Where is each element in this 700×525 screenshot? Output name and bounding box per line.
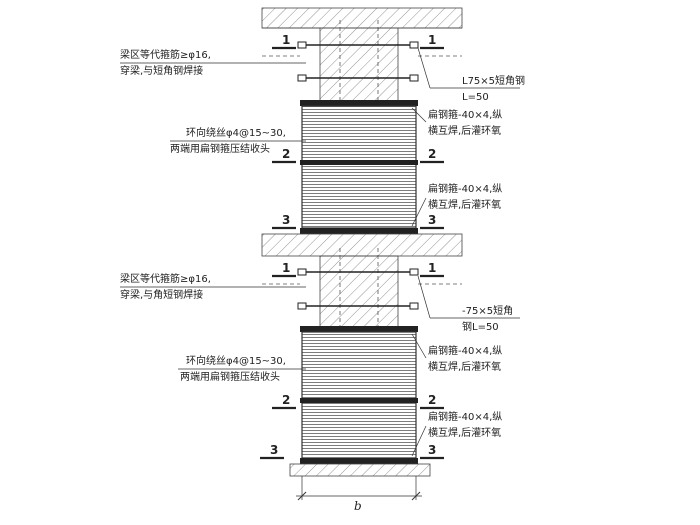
svg-text:两端用扁钢箍压结收头: 两端用扁钢箍压结收头 — [180, 370, 280, 383]
upper-stirrup-note: 梁区等代箍筋≥φ16, 穿梁,与短角钢焊接 — [120, 48, 306, 77]
svg-text:2: 2 — [428, 393, 436, 407]
svg-text:1: 1 — [428, 261, 436, 275]
svg-text:梁区等代箍筋≥φ16,: 梁区等代箍筋≥φ16, — [120, 272, 211, 285]
lower-beam-stirrups — [297, 268, 419, 310]
upper-spiral-note: 环向绕丝φ4@15~30, 两端用扁钢箍压结收头 — [170, 126, 306, 155]
section-mark-1-upper: 1 1 — [272, 33, 444, 50]
svg-text:横互焊,后灌环氧: 横互焊,后灌环氧 — [428, 426, 501, 439]
svg-text:L=50: L=50 — [462, 92, 489, 103]
svg-text:2: 2 — [428, 147, 436, 161]
upper-beam-joint — [262, 20, 462, 107]
svg-text:3: 3 — [282, 213, 290, 227]
svg-text:3: 3 — [270, 443, 278, 457]
section-mark-3-upper: 3 3 — [272, 213, 444, 230]
foundation — [289, 463, 431, 477]
lower-angle-note: -75×5短角 钢L=50 — [417, 275, 520, 333]
svg-text:穿梁,与短角钢焊接: 穿梁,与短角钢焊接 — [120, 64, 203, 77]
mid-slab — [261, 233, 463, 257]
upper-hoop-note-a: 扁钢箍-40×4,纵 横互焊,后灌环氧 — [411, 107, 502, 137]
svg-text:钢L=50: 钢L=50 — [462, 320, 499, 333]
svg-text:3: 3 — [428, 443, 436, 457]
dimension-label-b: b — [354, 499, 362, 513]
svg-text:L75×5短角钢: L75×5短角钢 — [462, 74, 525, 87]
svg-text:1: 1 — [428, 33, 436, 47]
svg-text:3: 3 — [428, 213, 436, 227]
svg-text:穿梁,与角短钢焊接: 穿梁,与角短钢焊接 — [120, 288, 203, 301]
lower-hoop-note-b: 扁钢箍-40×4,纵 横互焊,后灌环氧 — [411, 410, 502, 457]
svg-text:2: 2 — [282, 393, 290, 407]
svg-text:横互焊,后灌环氧: 横互焊,后灌环氧 — [428, 198, 501, 211]
svg-text:-75×5短角: -75×5短角 — [462, 304, 513, 317]
lower-hoop-note-a: 扁钢箍-40×4,纵 横互焊,后灌环氧 — [411, 333, 502, 373]
section-mark-2-lower: 2 2 — [272, 393, 444, 410]
width-dimension: b — [296, 476, 422, 513]
section-mark-3-lower: 3 3 — [260, 443, 444, 460]
svg-text:扁钢箍-40×4,纵: 扁钢箍-40×4,纵 — [428, 344, 502, 357]
section-mark-2-upper: 2 2 — [272, 147, 444, 164]
svg-text:环向绕丝φ4@15~30,: 环向绕丝φ4@15~30, — [186, 126, 286, 139]
svg-text:1: 1 — [282, 33, 290, 47]
upper-angle-note: L75×5短角钢 L=50 — [417, 47, 525, 103]
upper-column-wrap — [300, 100, 418, 234]
svg-text:扁钢箍-40×4,纵: 扁钢箍-40×4,纵 — [428, 108, 502, 121]
lower-column-wrap — [300, 326, 418, 464]
upper-slab — [261, 7, 463, 29]
lower-stirrup-note: 梁区等代箍筋≥φ16, 穿梁,与角短钢焊接 — [120, 272, 306, 301]
svg-text:2: 2 — [282, 147, 290, 161]
section-mark-1-lower: 1 1 — [272, 261, 444, 278]
svg-text:环向绕丝φ4@15~30,: 环向绕丝φ4@15~30, — [186, 354, 286, 367]
svg-text:两端用扁钢箍压结收头: 两端用扁钢箍压结收头 — [170, 142, 270, 155]
svg-text:扁钢箍-40×4,纵: 扁钢箍-40×4,纵 — [428, 410, 502, 423]
svg-text:扁钢箍-40×4,纵: 扁钢箍-40×4,纵 — [428, 182, 502, 195]
upper-beam-stirrups — [297, 41, 419, 82]
svg-text:横互焊,后灌环氧: 横互焊,后灌环氧 — [428, 360, 501, 373]
svg-text:横互焊,后灌环氧: 横互焊,后灌环氧 — [428, 124, 501, 137]
lower-spiral-note: 环向绕丝φ4@15~30, 两端用扁钢箍压结收头 — [178, 354, 306, 383]
svg-text:1: 1 — [282, 261, 290, 275]
upper-hoop-note-b: 扁钢箍-40×4,纵 横互焊,后灌环氧 — [411, 182, 502, 227]
lower-beam-joint — [262, 248, 462, 331]
svg-text:梁区等代箍筋≥φ16,: 梁区等代箍筋≥φ16, — [120, 48, 211, 61]
